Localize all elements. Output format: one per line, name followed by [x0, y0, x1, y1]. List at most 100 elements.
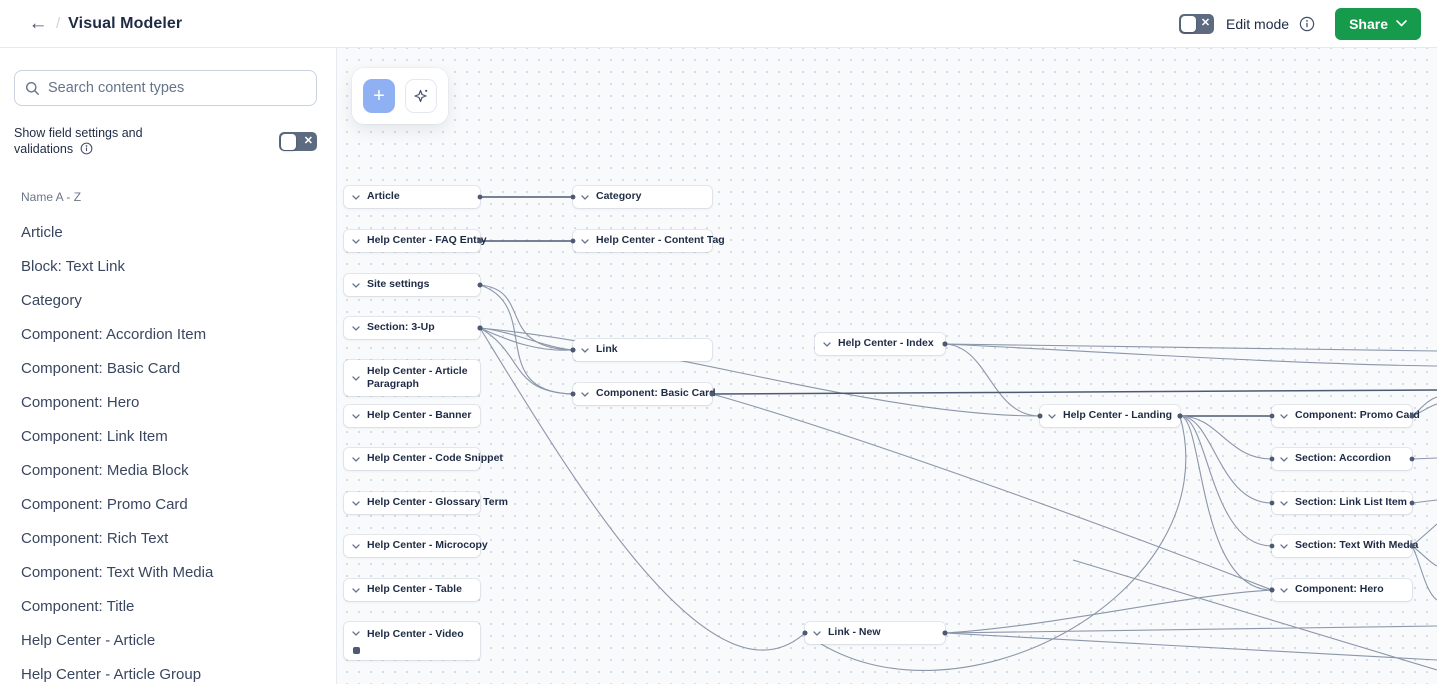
node-textmedia[interactable]: Section: Text With Media: [1272, 535, 1418, 557]
chevron-down-icon[interactable]: [352, 282, 360, 288]
info-icon[interactable]: [1299, 16, 1315, 32]
node-label: Help Center - Table: [367, 583, 462, 596]
node-accordion[interactable]: Section: Accordion: [1272, 448, 1412, 470]
content-type-item[interactable]: Component: Hero: [21, 394, 140, 411]
content-type-item[interactable]: Component: Text With Media: [21, 564, 214, 581]
chevron-down-icon[interactable]: [352, 238, 360, 244]
search-box[interactable]: [14, 70, 317, 106]
canvas-toolbar: +: [352, 68, 448, 124]
chevron-down-icon[interactable]: [352, 413, 360, 419]
share-button[interactable]: Share: [1335, 7, 1421, 40]
node-promocard[interactable]: Component: Promo Card: [1272, 405, 1420, 427]
chevron-down-icon[interactable]: [1280, 543, 1288, 549]
content-type-item[interactable]: Category: [21, 292, 82, 309]
chevron-down-icon[interactable]: [581, 238, 589, 244]
node-label: Link: [596, 343, 618, 356]
breadcrumb-separator: /: [56, 15, 61, 32]
back-button[interactable]: ←: [24, 10, 52, 38]
node-contenttag[interactable]: Help Center - Content Tag: [573, 230, 725, 252]
top-bar: ← / Visual Modeler ✕ Edit mode Share: [0, 0, 1437, 48]
chevron-down-icon[interactable]: [1280, 456, 1288, 462]
chevron-down-icon[interactable]: [352, 543, 360, 549]
content-type-item[interactable]: Block: Text Link: [21, 258, 125, 275]
field-settings-label: Show field settings and validations: [14, 126, 143, 157]
chevron-down-icon[interactable]: [352, 631, 360, 636]
node-sitesettings[interactable]: Site settings: [344, 274, 480, 296]
chevron-down-icon[interactable]: [352, 500, 360, 506]
node-label: Component: Promo Card: [1295, 409, 1420, 422]
toggle-knob: [281, 133, 296, 150]
node-glossary[interactable]: Help Center - Glossary Term: [344, 492, 508, 514]
node-codesnippet[interactable]: Help Center - Code Snippet: [344, 448, 503, 470]
chevron-down-icon[interactable]: [823, 341, 831, 347]
chevron-down-icon[interactable]: [352, 456, 360, 462]
share-label: Share: [1349, 15, 1388, 32]
node-label: Link - New: [828, 626, 881, 639]
node-label: Component: Basic Card: [596, 387, 716, 400]
node-label: Help Center - Landing: [1063, 409, 1173, 422]
chevron-down-icon[interactable]: [1280, 500, 1288, 506]
node-banner[interactable]: Help Center - Banner: [344, 405, 480, 427]
content-type-item[interactable]: Help Center - Article: [21, 632, 156, 649]
node-microcopy[interactable]: Help Center - Microcopy: [344, 535, 488, 557]
node-video[interactable]: Help Center - Video: [344, 622, 480, 660]
field-settings-toggle[interactable]: ✕: [279, 131, 317, 151]
node-landing[interactable]: Help Center - Landing: [1040, 405, 1180, 427]
chevron-down-icon[interactable]: [813, 630, 821, 636]
info-icon[interactable]: [80, 142, 93, 155]
chevron-down-icon[interactable]: [581, 194, 589, 200]
edit-mode-label: Edit mode: [1226, 15, 1290, 32]
node-threeup[interactable]: Section: 3-Up: [344, 317, 480, 339]
chevron-down-icon[interactable]: [352, 194, 360, 200]
chevron-down-icon[interactable]: [1048, 413, 1056, 419]
chevron-down-icon: [1396, 20, 1407, 27]
content-type-item[interactable]: Component: Link Item: [21, 428, 168, 445]
node-index[interactable]: Help Center - Index: [815, 333, 945, 355]
node-hero[interactable]: Component: Hero: [1272, 579, 1412, 601]
content-type-item[interactable]: Component: Promo Card: [21, 496, 188, 513]
field-settings-row: Show field settings and validations ✕: [0, 125, 336, 158]
node-articlepara[interactable]: Help Center - Article Paragraph: [344, 360, 480, 396]
node-linklist[interactable]: Section: Link List Item: [1272, 492, 1412, 514]
content-type-item[interactable]: Component: Media Block: [21, 462, 189, 479]
content-type-item[interactable]: Article: [21, 224, 63, 241]
sparkle-icon: [414, 89, 428, 103]
node-label: Article: [367, 190, 400, 203]
add-content-type-button[interactable]: +: [363, 79, 395, 113]
chevron-down-icon[interactable]: [352, 375, 360, 381]
node-label: Help Center - Video: [367, 628, 464, 640]
node-label: Help Center - FAQ Entry: [367, 234, 487, 247]
node-label: Section: Link List Item: [1295, 496, 1408, 509]
node-faq[interactable]: Help Center - FAQ Entry: [344, 230, 487, 252]
search-icon: [26, 81, 39, 95]
chevron-down-icon[interactable]: [581, 391, 589, 397]
chevron-down-icon[interactable]: [352, 325, 360, 331]
chevron-down-icon[interactable]: [1280, 587, 1288, 593]
node-label: Section: Text With Media: [1295, 539, 1419, 552]
content-type-item[interactable]: Help Center - Article Group: [21, 666, 202, 683]
chevron-down-icon[interactable]: [352, 587, 360, 593]
edit-mode-toggle[interactable]: ✕: [1179, 13, 1215, 34]
toggle-knob: [1181, 15, 1197, 32]
content-type-item[interactable]: Component: Basic Card: [21, 360, 181, 377]
content-types-sidebar: Show field settings and validations ✕ Na…: [0, 48, 337, 684]
auto-layout-button[interactable]: [404, 79, 437, 113]
chevron-down-icon[interactable]: [581, 347, 589, 353]
node-label: Site settings: [367, 278, 430, 291]
content-type-item[interactable]: Component: Title: [21, 598, 135, 615]
chevron-down-icon[interactable]: [1280, 413, 1288, 419]
node-basiccard[interactable]: Component: Basic Card: [573, 383, 716, 405]
node-linknew[interactable]: Link - New: [805, 622, 945, 644]
node-label: Component: Hero: [1295, 583, 1384, 596]
content-type-item[interactable]: Component: Accordion Item: [21, 326, 207, 343]
sort-label: Name A - Z: [21, 189, 82, 204]
node-link[interactable]: Link: [573, 339, 712, 361]
node-table[interactable]: Help Center - Table: [344, 579, 480, 601]
field-icon: [353, 647, 360, 654]
node-article[interactable]: Article: [344, 186, 480, 208]
content-type-item[interactable]: Component: Rich Text: [21, 530, 169, 547]
node-category[interactable]: Category: [573, 186, 712, 208]
search-input[interactable]: [48, 80, 306, 96]
